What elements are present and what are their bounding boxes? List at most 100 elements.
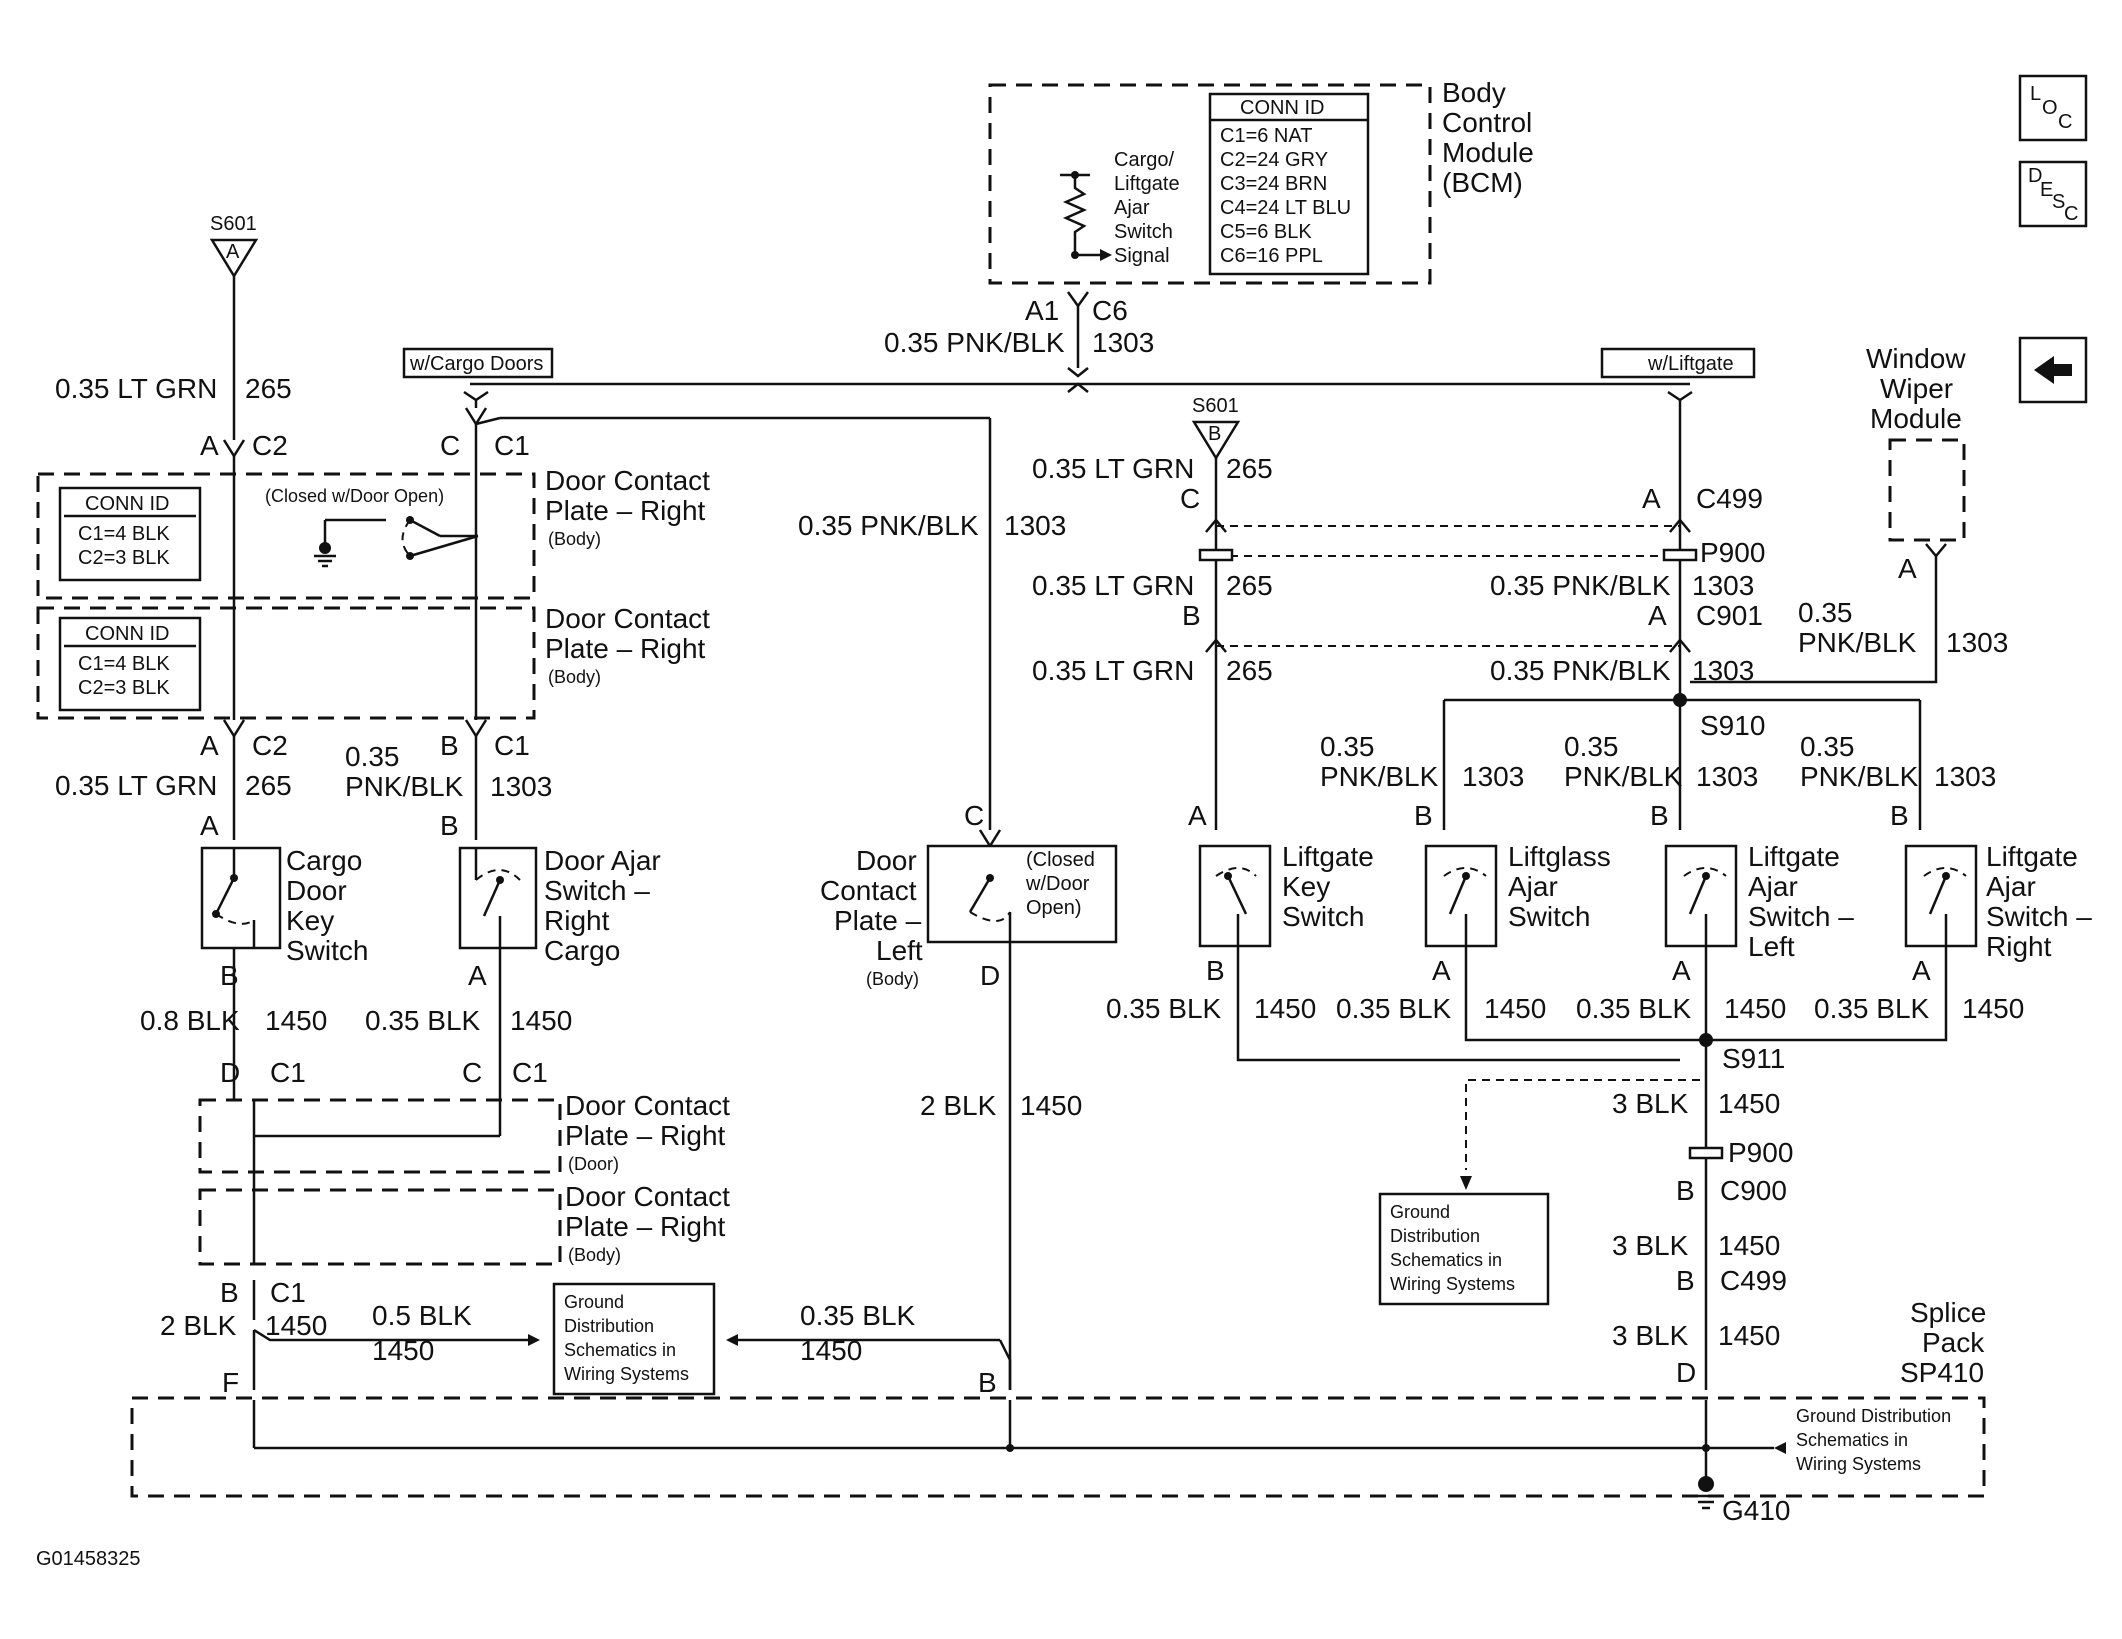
- left-circuit-2: 265: [245, 770, 292, 801]
- dcp-right-label: Plate – Right: [545, 633, 706, 664]
- component-label: Switch: [286, 935, 368, 966]
- door-contact-plate-right-bottom: Door Contact Plate – Right (Door) Door C…: [160, 1090, 730, 1398]
- wire-color: 2 BLK: [160, 1310, 237, 1341]
- ground-dist-label: Ground: [564, 1292, 624, 1312]
- wire-color: 0.35 BLK: [1814, 993, 1930, 1024]
- component-label: Key: [1282, 871, 1330, 902]
- left-circuit-1: 265: [245, 373, 292, 404]
- splice-pack-label: Splice: [1910, 1297, 1986, 1328]
- component-label: Switch –: [544, 875, 650, 906]
- circuit-number: 1450: [510, 1005, 572, 1036]
- component-label: Liftgate: [1748, 841, 1840, 872]
- component-label: Key: [286, 905, 334, 936]
- wire-color: 0.35 BLK: [365, 1005, 481, 1036]
- circuit-number: 1303: [1004, 510, 1066, 541]
- ground-g410: G410: [1722, 1495, 1791, 1526]
- component-label: Right: [1986, 931, 2052, 962]
- ground-dist-label: Ground Distribution: [1796, 1406, 1951, 1426]
- bcm-conn-c4: C4=24 LT BLU: [1220, 197, 1351, 219]
- back-arrow-icon[interactable]: [2018, 336, 2088, 404]
- circuit-number: 265: [1226, 655, 1273, 686]
- splice-s910: S910: [1700, 710, 1765, 741]
- dcp-body-label: (Body): [568, 1245, 621, 1265]
- splice-s601-b-id: S601: [1192, 395, 1239, 417]
- circuit-number: 1450: [1724, 993, 1786, 1024]
- pin-label: A: [468, 960, 487, 991]
- ground-dist-label: Wiring Systems: [1390, 1274, 1515, 1294]
- dcp-body-label: (Body): [548, 529, 601, 549]
- bcm-signal-4: Switch: [1114, 221, 1173, 243]
- pin-label: A: [1648, 600, 1667, 631]
- pin-label: B: [1676, 1175, 1695, 1206]
- wiper-label: Wiper: [1880, 373, 1953, 404]
- closed-note: Open): [1026, 897, 1082, 919]
- wire-color: 0.35 LT GRN: [1032, 655, 1194, 686]
- door-contact-plate-right-top: CONN ID C1=4 BLK C2=3 BLK CONN ID C1=4 B…: [36, 465, 710, 720]
- wire-color: PNK/BLK: [1800, 761, 1919, 792]
- connector-label: C2: [252, 430, 288, 461]
- connector-label: C499: [1696, 483, 1763, 514]
- pin-label: B: [220, 960, 239, 991]
- bcm-circuit: 1303: [1092, 327, 1154, 358]
- loc-icon-letter: L: [2030, 83, 2041, 105]
- connector-label: C1: [270, 1277, 306, 1308]
- circuit-number: 1450: [265, 1310, 327, 1341]
- wire-color: 0.8 BLK: [140, 1005, 240, 1036]
- desc-icon-letter: E: [2040, 179, 2053, 201]
- liftgate-key-switch: Liftgate Key Switch: [1198, 841, 1374, 948]
- connector-label: P900: [1728, 1137, 1793, 1168]
- pin-label: A: [1898, 553, 1917, 584]
- circuit-number: 1450: [1718, 1230, 1780, 1261]
- component-label: Ajar: [1508, 871, 1558, 902]
- dcp-right-label: Plate – Right: [565, 1120, 726, 1151]
- pin-label: F: [222, 1367, 239, 1398]
- pin-label: B: [1676, 1265, 1695, 1296]
- wire-gauge: 0.35: [1798, 597, 1853, 628]
- splice-s601-b-pin: B: [1208, 423, 1221, 445]
- splice-s601-a-id: S601: [210, 213, 257, 235]
- dcp-right-label: Plate – Right: [565, 1211, 726, 1242]
- wiper-label: Window: [1866, 343, 1966, 374]
- ground-dist-label: Schematics in: [1796, 1430, 1908, 1450]
- connector-label: C1: [512, 1057, 548, 1088]
- bcm-pin: A1: [1025, 295, 1059, 326]
- ground-dist-label: Wiring Systems: [1796, 1454, 1921, 1474]
- loc-icon[interactable]: L O C: [2018, 74, 2088, 142]
- pin-label: A: [1188, 800, 1207, 831]
- wire-gauge: 0.35: [1564, 731, 1619, 762]
- pin-label: A: [200, 730, 219, 761]
- ground-distribution-box-left: Ground Distribution Schematics in Wiring…: [552, 1282, 1012, 1396]
- circuit-number: 1450: [372, 1335, 434, 1366]
- bcm-signal-2: Liftgate: [1114, 173, 1180, 195]
- circuit-number: 265: [1226, 570, 1273, 601]
- bcm-block: CONN ID C1=6 NAT C2=24 GRY C3=24 BRN C4=…: [988, 77, 1534, 285]
- splice-s911: S911: [1722, 1043, 1785, 1074]
- ground-dist-label: Wiring Systems: [564, 1364, 689, 1384]
- conn-id-row: C1=4 BLK: [78, 523, 170, 545]
- cargo-door-key-switch: Cargo Door Key Switch B 0.8 BLK 1450 D C…: [140, 845, 368, 1100]
- dcp-right-label: Door Contact: [565, 1090, 730, 1121]
- wire-color: 3 BLK: [1612, 1320, 1689, 1351]
- conn-id-row: C1=4 BLK: [78, 653, 170, 675]
- component-label: Switch –: [1748, 901, 1854, 932]
- conn-id-row: C2=3 BLK: [78, 547, 170, 569]
- splice-pack-label: Pack: [1922, 1327, 1985, 1358]
- wire-color: 0.35 LT GRN: [1032, 453, 1194, 484]
- loc-icon-letter: C: [2058, 111, 2072, 133]
- bcm-conn-c5: C5=6 BLK: [1220, 221, 1312, 243]
- component-label: Ajar: [1748, 871, 1798, 902]
- dcp-door-label: (Door): [568, 1154, 619, 1174]
- desc-icon[interactable]: D E S C: [2018, 160, 2088, 228]
- wire-color: PNK/BLK: [1798, 627, 1917, 658]
- wire-gauge: 0.35: [345, 741, 400, 772]
- wire-color: 3 BLK: [1612, 1088, 1689, 1119]
- pin-label: D: [1676, 1357, 1696, 1388]
- pin-label: B: [440, 810, 459, 841]
- bcm-conn-c3: C3=24 BRN: [1220, 173, 1327, 195]
- splice-pack-sp410: Splice Pack SP410 Ground Distribution Sc…: [130, 1297, 1986, 1526]
- bcm-conn-c2: C2=24 GRY: [1220, 149, 1328, 171]
- component-label: Left: [1748, 931, 1795, 962]
- ground-dist-label: Distribution: [1390, 1226, 1480, 1246]
- bcm-conn-header: CONN ID: [1240, 97, 1324, 119]
- circuit-number: 1303: [1462, 761, 1524, 792]
